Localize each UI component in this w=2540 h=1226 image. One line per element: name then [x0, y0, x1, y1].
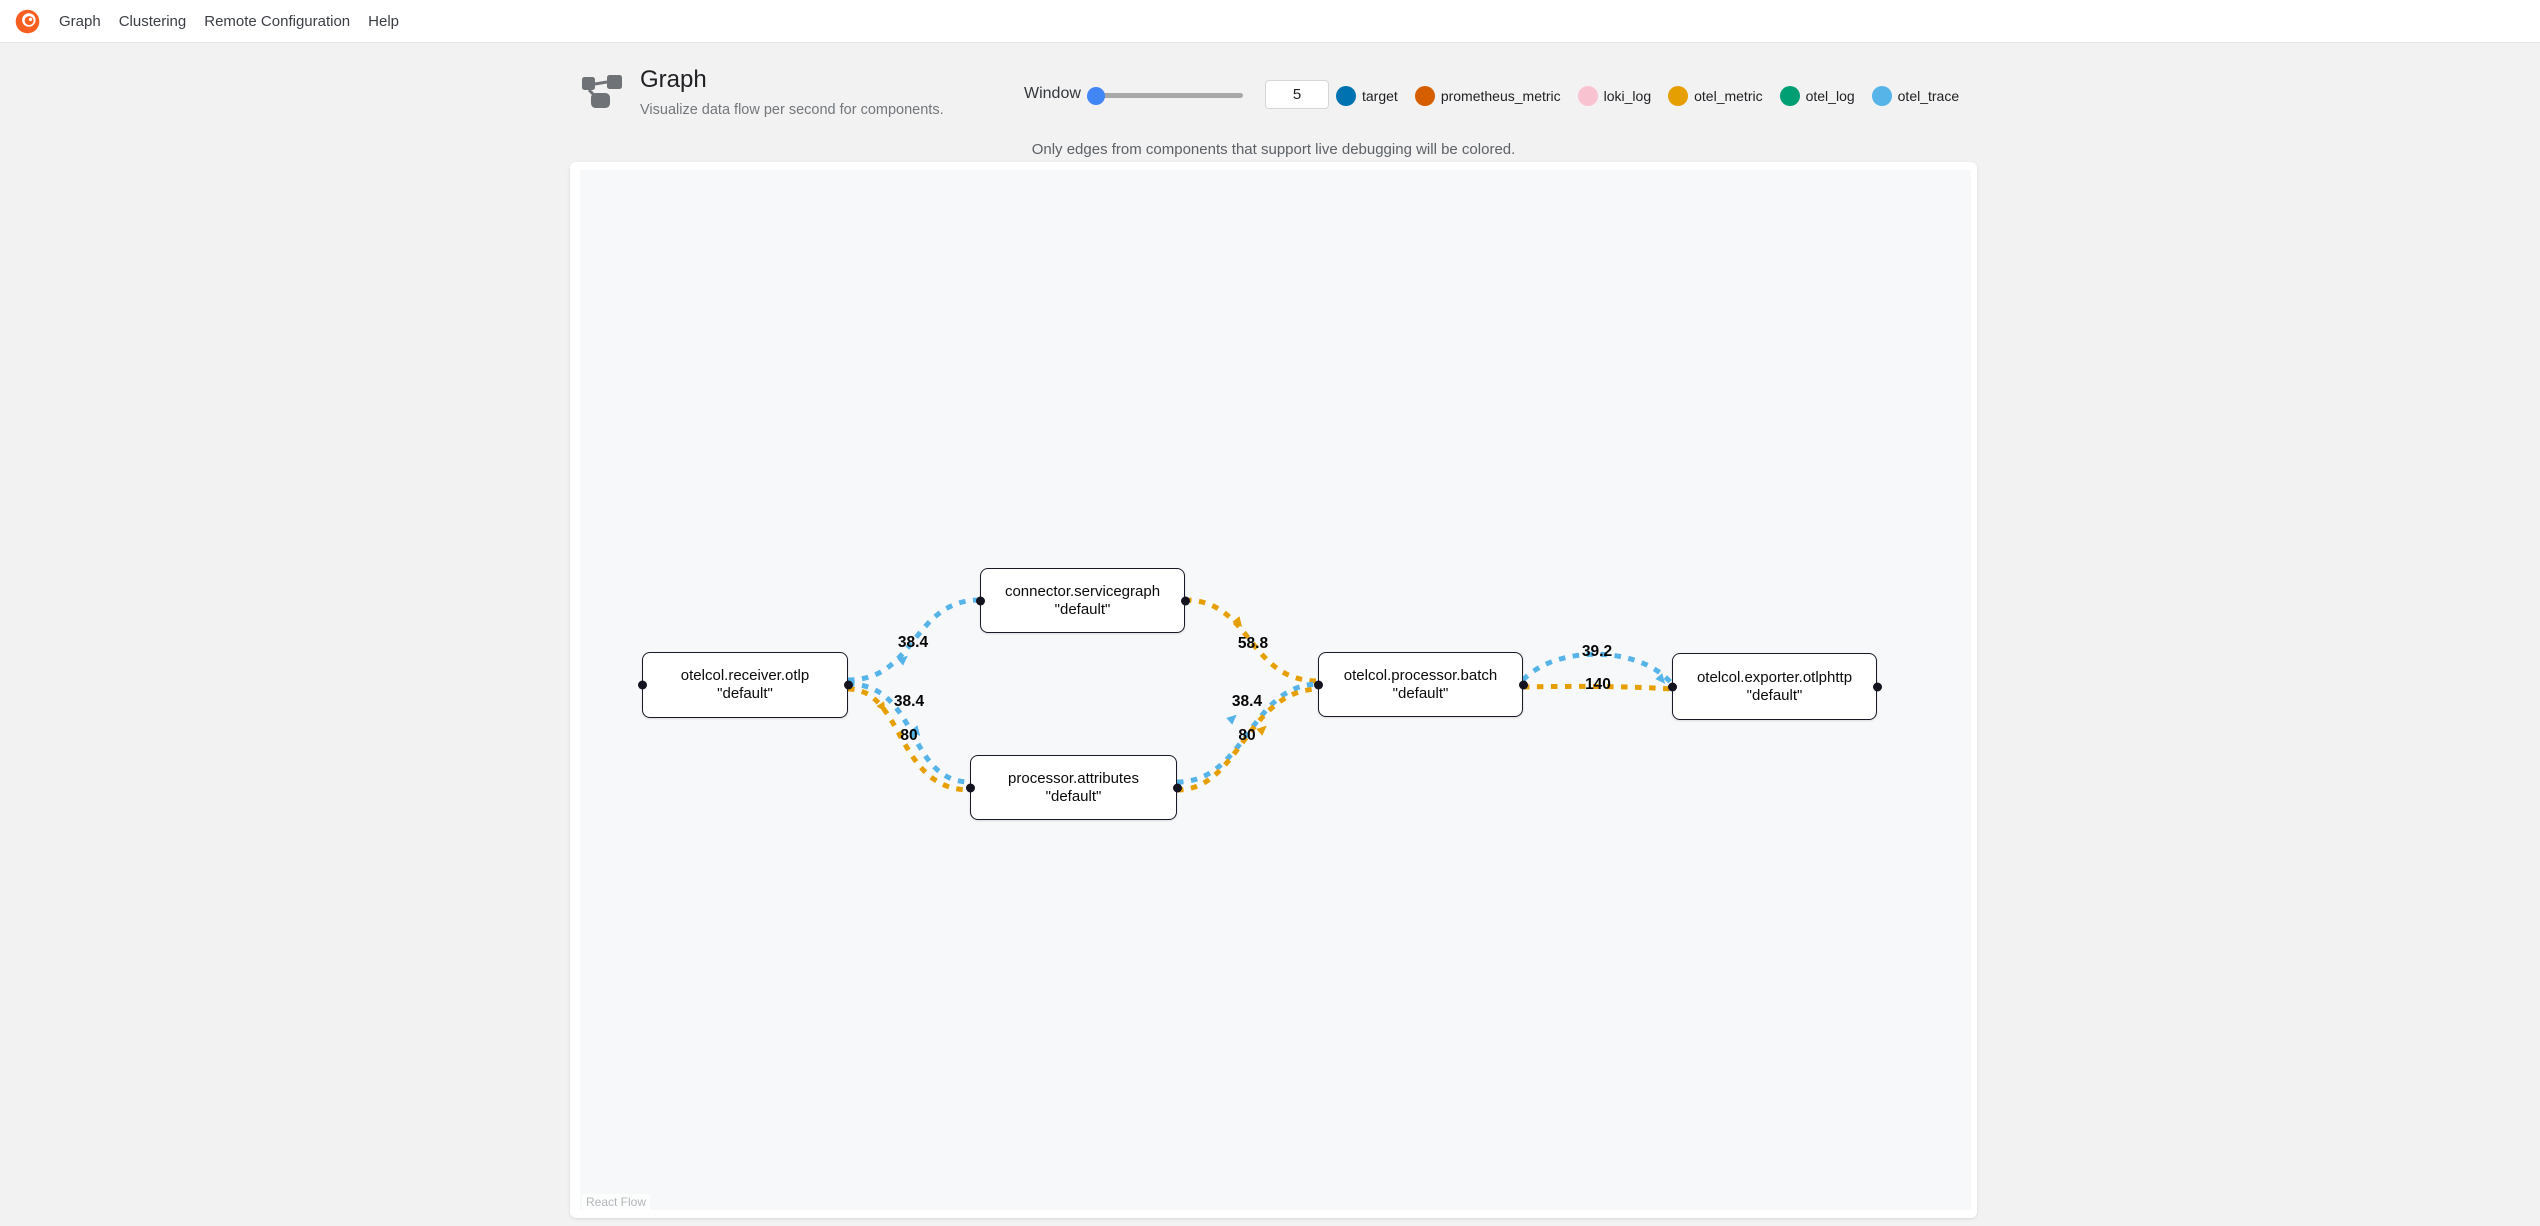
node-title: processor.attributes [1008, 769, 1139, 787]
node-handle [1872, 682, 1882, 691]
legend-dot [1779, 86, 1800, 106]
page-subtitle: Visualize data flow per second for compo… [640, 102, 944, 118]
node-subtitle: "default" [1746, 686, 1803, 704]
legend-dot [1336, 86, 1356, 106]
legend-item-otel-metric: otel_metric [1668, 86, 1763, 106]
live-debugging-note: Only edges from components that support … [1031, 141, 1516, 158]
legend-item-loki-log: loki_log [1577, 86, 1651, 106]
node-otelcol-processor-batch[interactable]: otelcol.processor.batch "default" [1313, 652, 1528, 717]
node-handle [965, 783, 975, 792]
node-handle [975, 596, 985, 605]
nav-item-help[interactable]: Help [368, 12, 400, 30]
react-flow-attribution[interactable]: React Flow [582, 1194, 651, 1210]
node-handle [843, 680, 853, 690]
window-slider[interactable] [1087, 86, 1243, 105]
graph-icon [582, 75, 622, 108]
node-title: otelcol.receiver.otlp [680, 667, 810, 684]
node-subtitle: "default" [1392, 684, 1449, 702]
window-value-input[interactable] [1265, 80, 1329, 109]
legend-item-prometheus-metric: prometheus_metric [1414, 86, 1561, 106]
node-subtitle: "default" [717, 685, 773, 702]
node-title: otelcol.exporter.otlphttp [1696, 668, 1853, 686]
node-handle [1172, 783, 1182, 792]
node-handle [1313, 680, 1323, 689]
node-otelcol-exporter-otlphttp[interactable]: otelcol.exporter.otlphttp "default" [1667, 653, 1882, 720]
window-slider-thumb[interactable] [1087, 86, 1105, 105]
legend-item-target: target [1336, 86, 1398, 106]
node-handle [1518, 680, 1528, 689]
nav-item-clustering[interactable]: Clustering [118, 12, 187, 30]
node-connector-servicegraph[interactable]: connector.servicegraph "default" [975, 568, 1190, 633]
node-handle [1667, 682, 1677, 691]
node-subtitle: "default" [1054, 600, 1111, 618]
nav-item-graph[interactable]: Graph [59, 12, 101, 30]
legend-item-otel-log: otel_log [1779, 86, 1855, 106]
legend-item-otel-trace: otel_trace [1871, 86, 1959, 106]
node-processor-attributes[interactable]: processor.attributes "default" [965, 755, 1182, 820]
window-slider-label: Window [1024, 85, 1081, 102]
node-subtitle: "default" [1045, 787, 1102, 805]
node-handle [1180, 596, 1190, 605]
signal-legend: target prometheus_metric loki_log otel_m… [1336, 85, 1959, 107]
node-handle [637, 680, 647, 690]
legend-dot [1414, 86, 1435, 106]
top-nav: Graph Clustering Remote Configuration He… [0, 0, 2540, 43]
legend-dot [1871, 86, 1892, 106]
node-otelcol-receiver-otlp[interactable]: otelcol.receiver.otlp "default" [637, 652, 853, 718]
node-title: otelcol.processor.batch [1343, 666, 1498, 684]
alloy-logo-icon[interactable] [14, 8, 41, 35]
legend-dot [1577, 86, 1598, 106]
node-title: connector.servicegraph [1004, 582, 1161, 600]
page-title: Graph [640, 66, 707, 93]
legend-dot [1668, 86, 1689, 106]
nav-item-remote-configuration[interactable]: Remote Configuration [204, 12, 351, 30]
